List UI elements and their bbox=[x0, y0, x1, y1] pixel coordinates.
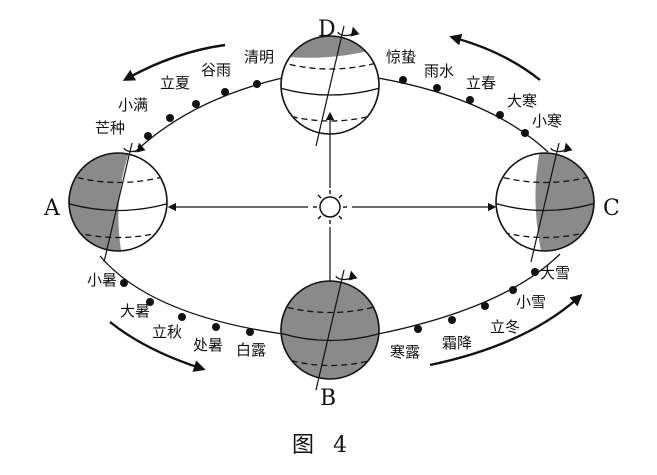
term-label: 雨水 bbox=[424, 62, 454, 80]
term-dot bbox=[166, 114, 174, 122]
term-label: 立秋 bbox=[152, 323, 182, 341]
term-dot bbox=[466, 96, 474, 104]
position-label-a: A bbox=[43, 196, 61, 221]
term-label: 小雪 bbox=[516, 293, 546, 311]
term-label: 谷雨 bbox=[201, 61, 231, 79]
position-label-c: C bbox=[603, 196, 620, 221]
orbit-direction-arrow-icon bbox=[122, 43, 226, 81]
term-dot bbox=[531, 268, 539, 276]
term-dot bbox=[433, 84, 441, 92]
term-dot bbox=[509, 286, 517, 294]
rotation-arrow-icon bbox=[550, 142, 573, 153]
term-label: 惊蛰 bbox=[386, 48, 416, 66]
orbit-direction-arrow-icon bbox=[449, 33, 541, 81]
position-label-d: D bbox=[318, 17, 336, 42]
term-label: 霜降 bbox=[442, 334, 472, 352]
globe-a bbox=[68, 142, 168, 263]
orbit-top-left bbox=[134, 77, 283, 153]
term-label: 小满 bbox=[118, 96, 148, 114]
term-dot bbox=[496, 111, 504, 119]
term-label: 小暑 bbox=[87, 271, 117, 289]
term-label: 白露 bbox=[236, 341, 266, 359]
term-label: 大寒 bbox=[507, 92, 537, 110]
term-dot bbox=[192, 100, 200, 108]
term-dot bbox=[144, 132, 152, 140]
term-label: 寒露 bbox=[390, 343, 420, 361]
orbit-direction-arrow-icon bbox=[109, 321, 206, 372]
sun-icon bbox=[313, 190, 347, 224]
term-label: 清明 bbox=[244, 48, 274, 66]
term-label: 立冬 bbox=[490, 318, 520, 336]
term-label: 立春 bbox=[466, 74, 496, 92]
term-label: 小寒 bbox=[532, 112, 562, 130]
globe-b bbox=[280, 269, 380, 391]
orbit-bottom-left bbox=[99, 255, 284, 335]
term-dot bbox=[120, 279, 128, 287]
term-dot bbox=[448, 316, 456, 324]
term-dot bbox=[399, 76, 407, 84]
term-dot bbox=[414, 325, 422, 333]
solar-term-dots bbox=[120, 76, 539, 336]
orbit-bottom-right bbox=[377, 253, 561, 335]
globe-c bbox=[495, 142, 595, 263]
term-dot bbox=[146, 298, 154, 306]
term-dot bbox=[253, 80, 261, 88]
term-dot bbox=[178, 313, 186, 321]
term-dot bbox=[481, 302, 489, 310]
term-label: 大雪 bbox=[540, 264, 570, 282]
term-label: 立夏 bbox=[160, 74, 190, 92]
orbit-direction-arrow-icon bbox=[429, 294, 583, 367]
term-label: 大暑 bbox=[120, 302, 150, 320]
term-dot bbox=[521, 129, 529, 137]
rotation-arrow-icon bbox=[337, 26, 360, 37]
rotation-arrow-icon bbox=[335, 270, 358, 281]
position-label-b: B bbox=[320, 386, 336, 411]
orbit-top-right bbox=[377, 77, 549, 153]
term-dot bbox=[212, 323, 220, 331]
term-label: 处暑 bbox=[193, 336, 223, 354]
term-label: 芒种 bbox=[95, 119, 125, 137]
rotation-arrow-icon bbox=[123, 142, 146, 153]
figure-caption: 图 4 bbox=[292, 433, 353, 458]
term-dot bbox=[246, 328, 254, 336]
term-dot bbox=[221, 88, 229, 96]
